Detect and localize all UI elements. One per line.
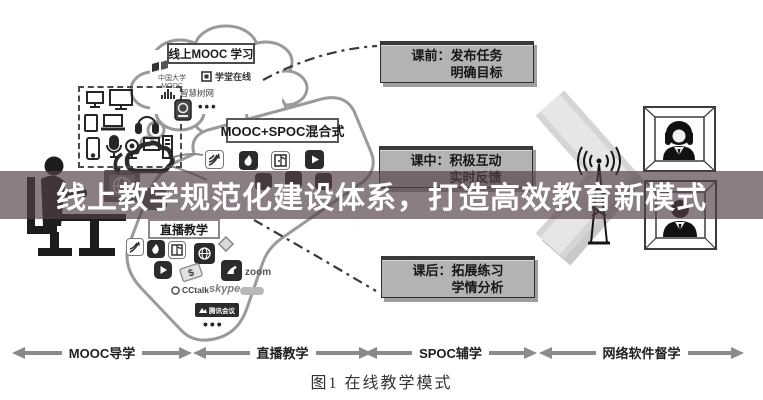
phase-line1: 拓展练习 [451, 263, 504, 278]
platform-name: 学堂在线 [215, 72, 252, 82]
arrowhead-right-icon [731, 346, 745, 359]
live-more-dots: ••• [203, 316, 224, 332]
arrowhead-left-icon [364, 346, 377, 359]
headphones-icon [135, 116, 159, 134]
axis-segment-live: 直播教学 [193, 346, 373, 361]
diamond-app-icon [216, 234, 236, 254]
platform-name: 智慧树网 [180, 88, 215, 98]
tencent-meeting-icon [199, 308, 207, 313]
dash-dot-connectors [253, 44, 378, 292]
cctalk-icon [171, 285, 180, 295]
laptop-icon [101, 114, 125, 131]
platform-name: 中国大学MOOC [158, 75, 186, 90]
phase-prefix: 课前： [411, 48, 451, 63]
webcam-icon [125, 139, 139, 159]
china-university-mooc-icon [152, 60, 168, 72]
phase-line1: 积极互动 [449, 153, 502, 168]
cloud-more-dots: ••• [198, 99, 218, 114]
xuexitong-app-icon [126, 238, 144, 256]
monitor-icon [109, 89, 133, 110]
axis-segment-spoc: SPOC辅学 [364, 346, 537, 361]
arrowhead-left-icon [539, 346, 552, 359]
svg-text:$: $ [187, 267, 196, 279]
arrowhead-right-icon [179, 346, 193, 359]
device-icons [84, 89, 173, 160]
microphone-icon [106, 135, 122, 158]
desktop-pc-icon [143, 135, 173, 159]
video-play-app-icon [305, 150, 324, 169]
phase-line2: 学情分析 [451, 280, 504, 295]
axis-label: 直播教学 [256, 346, 309, 361]
smartphone-icon [86, 137, 100, 160]
axis-segment-mooc: MOOC导学 [12, 346, 193, 361]
mooc-app-badge-icon [174, 99, 192, 121]
axis-segment-software: 网络软件督学 [539, 346, 745, 361]
phase-line2: 明确目标 [450, 65, 503, 80]
flame-app-icon [239, 151, 258, 170]
cloud-class-app-icon [168, 241, 186, 259]
video-play-app-icon [154, 261, 172, 279]
headline-text: 线上教学规范化建设体系，打造高效教育新模式 [56, 182, 707, 215]
flame-app-icon [147, 240, 165, 258]
axis-label: SPOC辅学 [419, 346, 482, 361]
platform-zhihuishu: 智慧树网 [161, 87, 214, 99]
tencent-meeting-logo: 腾讯会议 [195, 303, 239, 317]
cloud-class-app-icon [271, 151, 290, 170]
phase-prefix: 课中： [410, 153, 450, 168]
xuexitong-app-icon [205, 150, 224, 169]
student-portrait-frame-female [643, 106, 716, 172]
zoom-logo: zoom [245, 267, 272, 278]
cctalk-logo: CCtalk [171, 285, 209, 295]
phase-prefix: 课后： [412, 263, 452, 278]
arrowhead-right-icon [524, 346, 537, 359]
skype-logo: skype [209, 283, 241, 295]
pay-dollar-app-icon: $ [178, 262, 204, 283]
projection-screen-icon [86, 91, 104, 108]
hybrid-mode-label-text: MOOC+SPOC混合式 [220, 124, 345, 139]
mooc-cloud-label-text: 线上MOOC 学习 [168, 48, 254, 61]
platform-xuetangx: 学堂在线 [201, 70, 251, 83]
phase-box-after-class: 课后： 拓展练习 学情分析 [381, 256, 535, 298]
pill-logo [240, 287, 264, 295]
figure-caption: 图1 在线教学模式 [310, 375, 453, 392]
live-teaching-label: 直播教学 [148, 219, 220, 239]
live-teaching-label-text: 直播教学 [159, 222, 208, 237]
browser-globe-app-icon [194, 243, 215, 264]
device-terminals-panel [78, 86, 182, 168]
axis-label: 网络软件督学 [602, 346, 681, 361]
xuetangx-icon [201, 71, 212, 82]
axis-label: MOOC导学 [68, 346, 136, 361]
phase-box-before-class: 课前： 发布任务 明确目标 [380, 41, 534, 83]
phase-line1: 发布任务 [450, 48, 503, 63]
headline-overlay-band: 线上教学规范化建设体系，打造高效教育新模式 [0, 171, 763, 219]
female-avatar-icon [663, 121, 695, 160]
arrowhead-left-icon [193, 346, 206, 359]
hybrid-mode-label: MOOC+SPOC混合式 [221, 118, 344, 143]
platform-icademooc: 中国大学MOOC [150, 60, 194, 90]
xiaoet-app-icon [221, 260, 242, 281]
tablet-icon [84, 114, 98, 132]
mooc-cloud-label: 线上MOOC 学习 [167, 43, 255, 64]
audio-bars-icon [161, 89, 175, 99]
arrowhead-left-icon [12, 346, 25, 359]
